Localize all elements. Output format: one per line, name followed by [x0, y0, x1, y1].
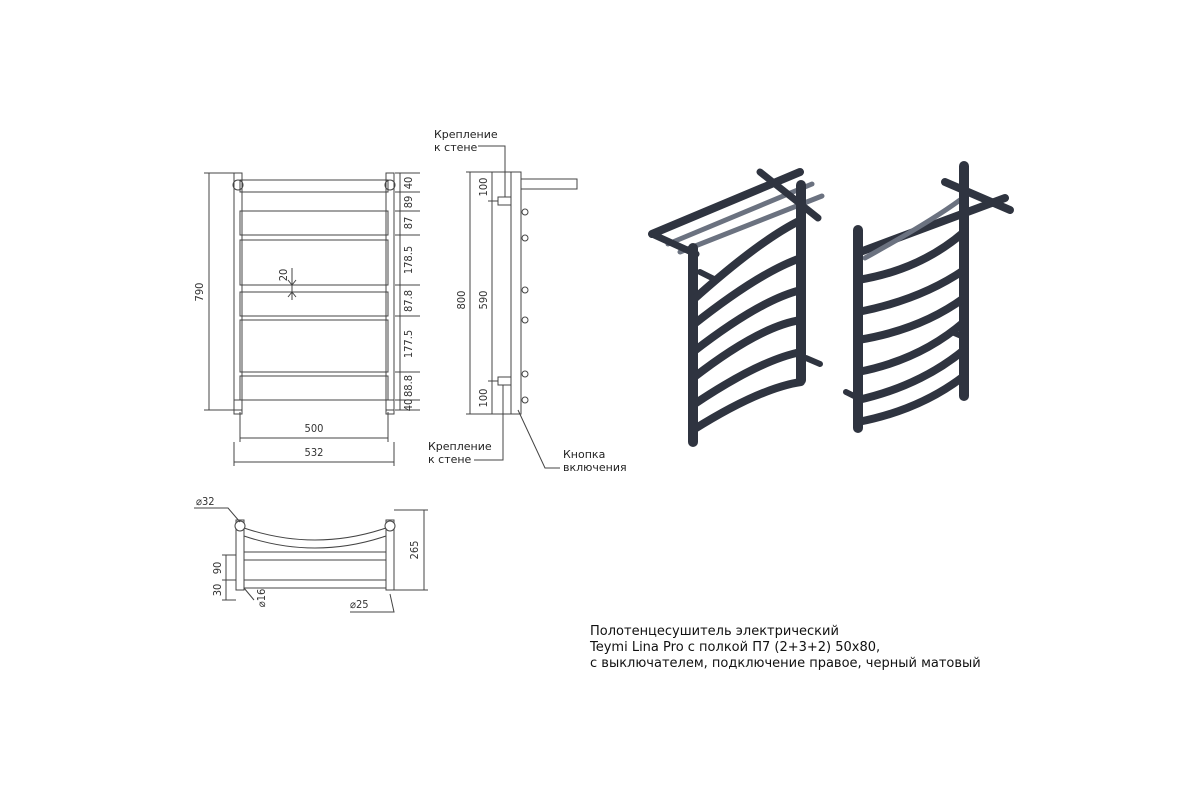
dim-rung-diameter: ⌀16: [255, 589, 268, 608]
dim-center-distance: 590: [477, 291, 490, 310]
dim-spacing-1: 40: [402, 177, 415, 190]
isometric-view-back: [843, 161, 1014, 433]
rung-stub-3: [521, 286, 529, 294]
side-view-labels: 800 590 100 100 Крепление к стене Крепле…: [428, 128, 627, 474]
rung-1: [239, 179, 389, 193]
rung-4: [239, 291, 389, 317]
dim-offset-bottom: 100: [477, 389, 490, 408]
dim-width-inner: 500: [305, 422, 324, 435]
mount-top-label-line2: к стене: [434, 141, 478, 154]
dim-spacing-3: 87: [402, 217, 415, 230]
rung-stub-6: [521, 396, 529, 404]
top-view-right-mount: [384, 520, 396, 532]
switch-label-line2: включения: [563, 461, 627, 474]
top-view-bottom-rung: [243, 579, 387, 589]
top-right-mount: [384, 179, 396, 191]
dim-spacing-7: 88.8: [402, 375, 415, 397]
side-vertical-tube: [510, 171, 522, 415]
dim-spacing-4: 178.5: [402, 246, 415, 274]
caption-line-3: с выключателем, подключение правое, черн…: [590, 656, 981, 671]
rung-5: [239, 319, 389, 373]
rung-stub-1: [521, 208, 529, 216]
mount-bottom-label-line1: Крепление: [428, 440, 492, 453]
dim-offset-top: 100: [477, 178, 490, 197]
top-view-left-mount: [234, 520, 246, 532]
dim-gap: 20: [277, 269, 290, 282]
dim-tube-diameter: ⌀32: [196, 495, 215, 508]
rung-stub-4: [521, 316, 529, 324]
rung-6: [239, 375, 389, 401]
rung-stub-2: [521, 234, 529, 242]
caption-line-2: Teymi Lina Pro с полкой П7 (2+3+2) 50х80…: [590, 640, 881, 655]
dim-width-total: 532: [305, 446, 324, 459]
bottom-wall-bracket: [497, 376, 512, 386]
top-view-labels: ⌀32 ⌀16 ⌀25 265 90 30: [196, 495, 421, 611]
mount-top-label-line1: Крепление: [434, 128, 498, 141]
dim-spacing-8: 40: [402, 399, 415, 412]
side-view: [466, 145, 578, 469]
product-caption: Полотенцесушитель электрический Teymi Li…: [590, 624, 1190, 672]
dim-spacing-2: 89: [402, 196, 415, 209]
dim-outlet-diameter: ⌀25: [350, 598, 369, 611]
top-wall-bracket: [497, 196, 512, 206]
dim-height-total: 790: [193, 283, 206, 302]
right-foot: [385, 399, 395, 415]
dim-depth-total: 265: [408, 541, 421, 560]
mount-bottom-label-line2: к стене: [428, 453, 472, 466]
top-left-mount: [232, 179, 244, 191]
rung-3: [239, 239, 389, 286]
isometric-view-front: [648, 168, 825, 447]
rung-2: [239, 210, 389, 236]
top-view: [194, 507, 428, 613]
front-view: [204, 172, 420, 466]
top-view-shelf-rung: [243, 551, 387, 561]
left-foot: [233, 399, 243, 415]
dim-wall-gap: 30: [211, 584, 224, 597]
dim-spacing-6: 177.5: [402, 330, 415, 358]
caption-line-1: Полотенцесушитель электрический: [590, 624, 839, 639]
dim-shelf-depth: 90: [211, 562, 224, 575]
rung-stub-5: [521, 370, 529, 378]
front-view-labels: 790 500 532 20 40 89 87 178.5 87.8 177.5…: [193, 177, 415, 459]
side-shelf-pipe: [520, 178, 578, 190]
dim-height-overall: 800: [455, 291, 468, 310]
switch-label-line1: Кнопка: [563, 448, 605, 461]
dim-spacing-5: 87.8: [402, 290, 415, 312]
